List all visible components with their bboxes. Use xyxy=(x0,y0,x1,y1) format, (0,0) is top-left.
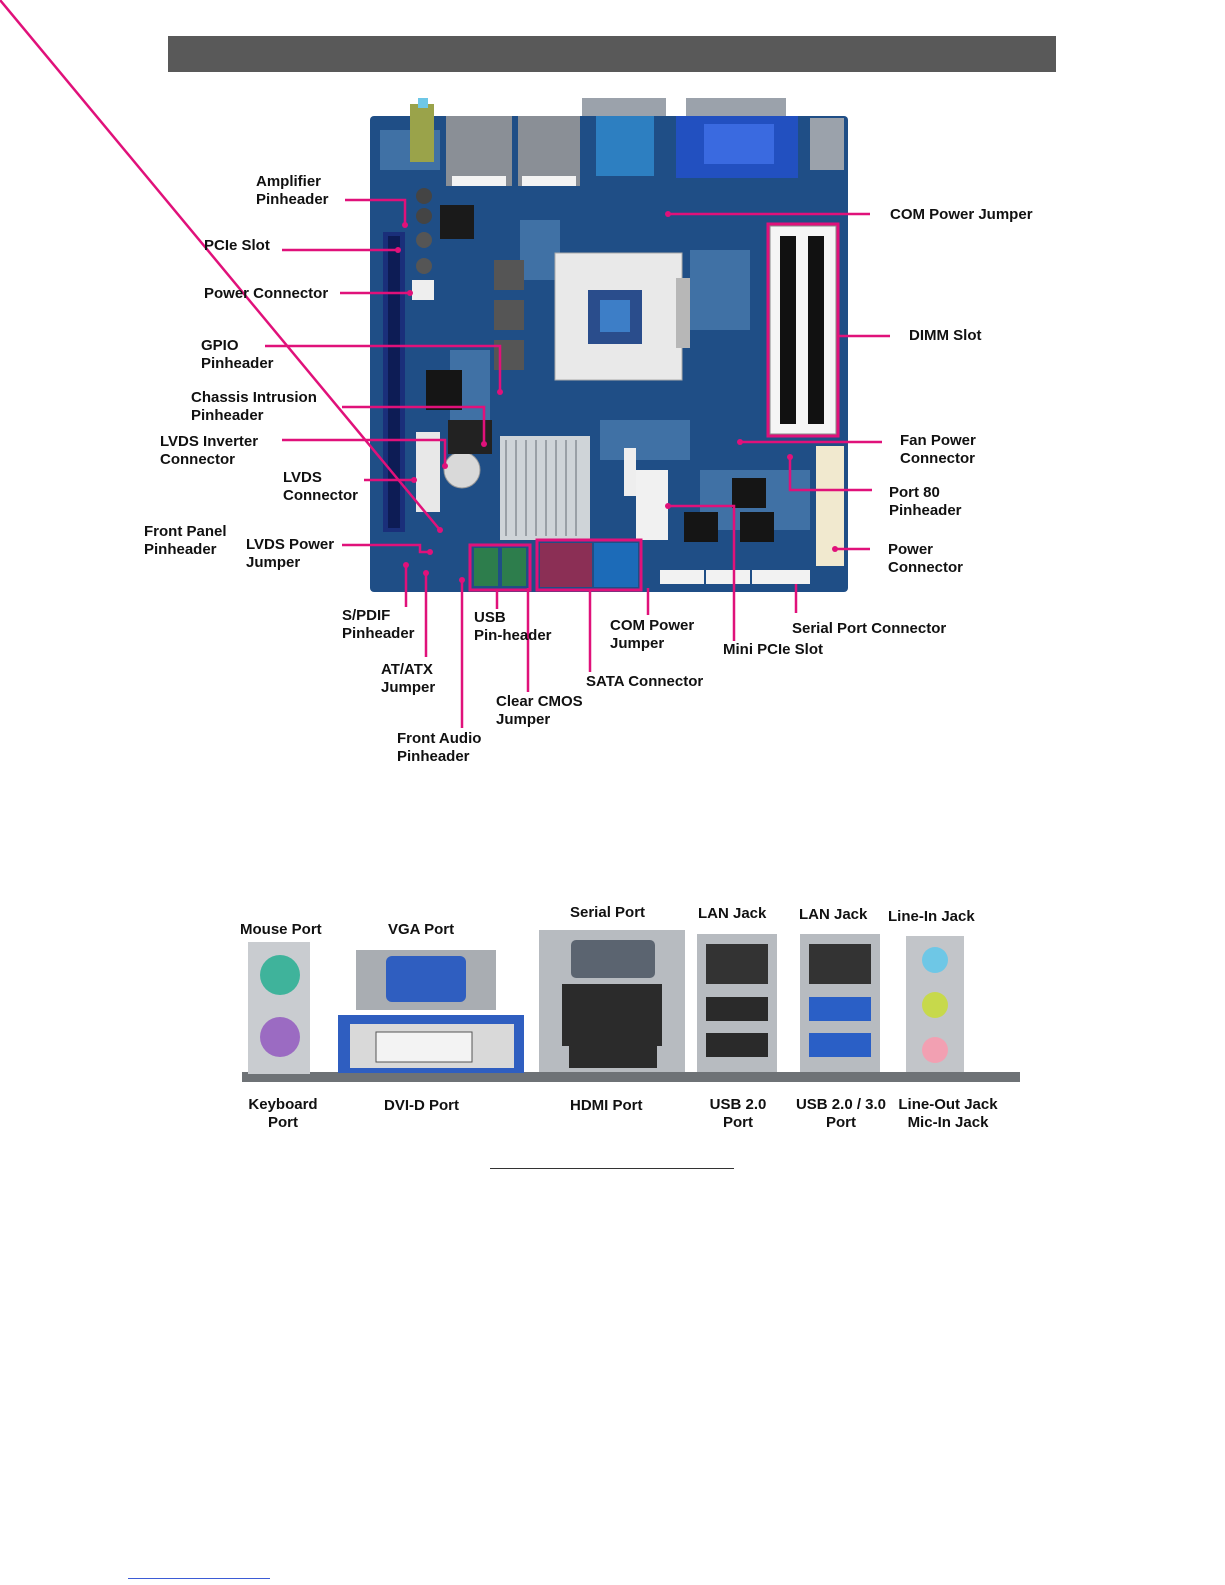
label-com-power-jumper-bottom: COM Power Jumper xyxy=(610,617,695,652)
label-pcie-slot: PCIe Slot xyxy=(204,237,270,254)
label-spdif: S/PDIF Pinheader xyxy=(342,607,415,642)
label-hdmi-port: HDMI Port xyxy=(570,1097,643,1114)
label-lan-jack-1: LAN Jack xyxy=(698,905,767,922)
label-lan-jack-2: LAN Jack xyxy=(799,906,868,923)
label-mouse-port: Mouse Port xyxy=(240,921,322,938)
label-lvds-connector: LVDS Connector xyxy=(283,469,358,504)
label-power-connector-right: Power Connector xyxy=(888,541,963,576)
leader-lines xyxy=(0,0,890,728)
label-line-in-jack: Line-In Jack xyxy=(888,908,975,925)
label-amplifier-pinheader: Amplifier Pinheader xyxy=(256,173,329,208)
separator-rule xyxy=(490,1168,734,1169)
label-at-atx-jumper: AT/ATX Jumper xyxy=(381,661,436,696)
label-sata-connector: SATA Connector xyxy=(586,673,704,690)
label-gpio-pinheader: GPIO Pinheader xyxy=(201,337,274,372)
label-serial-port-connector: Serial Port Connector xyxy=(792,620,947,637)
label-lvds-power-jumper: LVDS Power Jumper xyxy=(246,536,335,571)
label-dimm-slot: DIMM Slot xyxy=(909,327,982,344)
label-usb-pinheader: USB Pin-header xyxy=(474,609,552,644)
label-lvds-inverter: LVDS Inverter Connector xyxy=(160,433,259,468)
label-com-power-jumper-top: COM Power Jumper xyxy=(890,206,1033,223)
label-power-connector-left: Power Connector xyxy=(204,285,329,302)
label-front-panel: Front Panel Pinheader xyxy=(144,523,227,558)
footer-rule xyxy=(128,1578,270,1579)
label-fan-power: Fan Power Connector xyxy=(900,432,976,467)
label-lineout-micin: Line-Out Jack Mic-In Jack xyxy=(898,1096,998,1131)
label-clear-cmos: Clear CMOS Jumper xyxy=(496,693,583,728)
label-vga-port: VGA Port xyxy=(388,921,455,938)
label-chassis-intrusion: Chassis Intrusion Pinheader xyxy=(191,389,317,424)
label-dvi-d-port: DVI-D Port xyxy=(384,1097,459,1114)
label-mini-pcie-slot: Mini PCIe Slot xyxy=(723,641,824,658)
label-front-audio: Front Audio Pinheader xyxy=(397,730,482,765)
label-usb-2-3-port: USB 2.0 / 3.0 Port xyxy=(795,1096,887,1131)
label-keyboard-port: Keyboard Port xyxy=(248,1096,318,1131)
label-usb-2-port: USB 2.0 Port xyxy=(709,1096,767,1131)
label-serial-port: Serial Port xyxy=(570,904,646,921)
label-port-80: Port 80 Pinheader xyxy=(889,484,962,519)
section-header-bar xyxy=(168,36,1056,72)
